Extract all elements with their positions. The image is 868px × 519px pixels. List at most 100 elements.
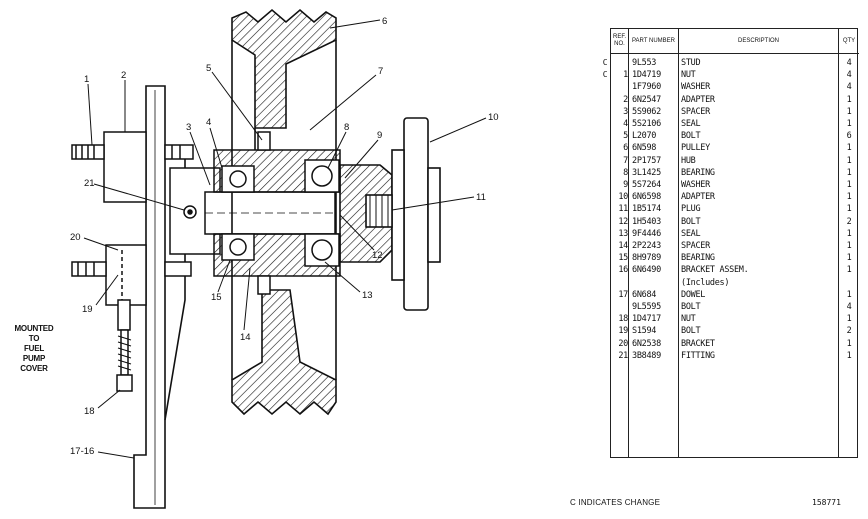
quantity: 1	[846, 253, 852, 264]
part-number: 9L5595	[632, 302, 661, 312]
ref-number: 21	[618, 350, 628, 361]
ref-number: 5	[623, 131, 628, 142]
callout-12: 12	[372, 250, 383, 261]
description: (Includes)	[681, 277, 730, 288]
description: SPACER	[681, 241, 710, 251]
table-row: 8 3L1425 BEARING 1	[611, 167, 859, 179]
ref-number: 6	[623, 143, 628, 154]
quantity: 1	[846, 119, 852, 129]
exploded-assembly-drawing: 1 2 3 4 5 6 7 8 9 10 11 12 13 14 15 17-1…	[70, 8, 499, 509]
description: BEARING	[681, 253, 715, 264]
part-number: 9F4446	[632, 228, 661, 239]
callout-labels: 1 2 3 4 5 6 7 8 9 10 11 12 13 14 15 17-1…	[70, 16, 499, 457]
quantity: 1	[846, 143, 852, 154]
hub	[213, 131, 341, 295]
part-number: S1594	[632, 326, 657, 337]
part-number: 5S2106	[632, 119, 661, 129]
part-number: 3L1425	[632, 167, 661, 178]
ref-number: 8	[623, 167, 628, 178]
quantity: 1	[846, 265, 852, 276]
part-number: 2P1757	[632, 155, 661, 166]
quantity: 6	[846, 131, 852, 142]
mounted-note-line: PUMP	[22, 354, 46, 363]
ref-number: 1	[623, 70, 628, 81]
description: BOLT	[681, 131, 701, 142]
part-number: 6N684	[632, 289, 657, 300]
description: BOLT	[681, 326, 701, 337]
callout-2: 2	[121, 70, 126, 81]
part-number: 5S9062	[632, 106, 661, 117]
description: FITTING	[681, 350, 715, 361]
quantity: 1	[846, 167, 852, 178]
description: BRACKET	[681, 338, 715, 349]
part-number: 3B8489	[632, 350, 661, 361]
ref-number: 9	[623, 180, 628, 190]
callout-4: 4	[206, 117, 211, 128]
callout-5: 5	[206, 63, 211, 74]
description: NUT	[681, 314, 696, 325]
description: HUB	[681, 155, 696, 166]
description: PLUG	[681, 204, 701, 215]
callout-13: 13	[362, 290, 373, 301]
column-divider	[838, 29, 839, 457]
column-divider	[678, 29, 679, 457]
change-mark: C	[602, 58, 608, 67]
description: ADAPTER	[681, 192, 715, 203]
description: BEARING	[681, 167, 715, 178]
mounted-note-line: MOUNTED	[14, 324, 54, 333]
quantity: 4	[846, 70, 852, 81]
ref-number: 14	[618, 241, 628, 251]
part-number: 1D4719	[632, 70, 661, 81]
mounted-note: MOUNTED TO FUEL PUMP COVER	[6, 324, 62, 374]
description: DOWEL	[681, 289, 706, 300]
part-number: 6N2538	[632, 338, 661, 349]
mounted-note-line: FUEL	[23, 344, 45, 353]
callout-7: 7	[378, 66, 383, 77]
ref-number: 15	[618, 253, 628, 264]
description: BOLT	[681, 302, 701, 312]
quantity: 1	[846, 228, 852, 239]
part-number: 6N2547	[632, 94, 661, 105]
lower-bracket	[71, 244, 192, 392]
quantity: 1	[846, 94, 852, 105]
description: SEAL	[681, 228, 701, 239]
quantity: 1	[846, 338, 852, 349]
ref-number: 11	[618, 204, 628, 215]
ref-number: 7	[623, 155, 628, 166]
callout-19: 19	[82, 304, 93, 315]
callout-20: 20	[70, 232, 81, 243]
description: SEAL	[681, 119, 701, 129]
quantity: 1	[846, 314, 852, 325]
table-row: 4 5S2106 SEAL 1	[611, 118, 859, 130]
part-number: 1H5403	[632, 216, 661, 227]
leader-lines	[83, 19, 487, 459]
description: BOLT	[681, 216, 701, 227]
ref-number: 2	[623, 94, 628, 105]
callout-18: 18	[84, 406, 95, 417]
mounted-note-line: COVER	[20, 364, 48, 373]
part-number: 6N598	[632, 143, 657, 154]
description: STUD	[681, 58, 701, 68]
quantity: 1	[846, 192, 852, 203]
callout-3: 3	[186, 122, 191, 133]
ref-number: 4	[623, 119, 628, 129]
quantity: 1	[846, 180, 852, 190]
pulley	[231, 8, 337, 416]
